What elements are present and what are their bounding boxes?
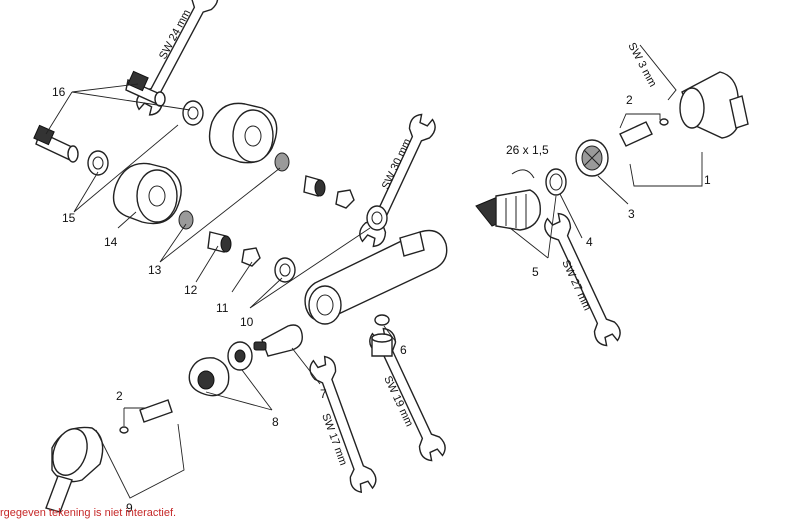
ring-lower bbox=[87, 150, 109, 176]
callout-8: 8 bbox=[272, 415, 279, 429]
thermostat-body bbox=[304, 229, 448, 325]
callout-16: 16 bbox=[52, 85, 66, 99]
escutcheon-upper bbox=[208, 102, 278, 164]
dimension-26x1-5: 26 x 1,5 bbox=[506, 143, 549, 157]
fitting-lower bbox=[33, 124, 79, 163]
strainer-lower bbox=[178, 210, 194, 230]
allen-key-sw3 bbox=[639, 44, 677, 101]
screw-set-lower bbox=[119, 399, 173, 434]
check-valve-upper bbox=[303, 175, 355, 209]
callout-1: 1 bbox=[704, 173, 711, 187]
union-nut-lower bbox=[274, 257, 296, 283]
handle-adapter-8 bbox=[188, 341, 253, 397]
handle-9 bbox=[45, 426, 104, 513]
callout-4: 4 bbox=[586, 235, 593, 249]
callout-14: 14 bbox=[104, 235, 118, 249]
callout-15: 15 bbox=[62, 211, 76, 225]
ring-upper bbox=[182, 100, 204, 126]
callout-2-upper: 2 bbox=[626, 93, 633, 107]
leader-lines bbox=[45, 83, 703, 499]
handle-1 bbox=[679, 71, 749, 139]
escutcheon-lower bbox=[112, 162, 182, 225]
callout-2-lower: 2 bbox=[116, 389, 123, 403]
callout-10: 10 bbox=[240, 315, 254, 329]
wrench-sw17 bbox=[306, 353, 380, 496]
temperature-stop-3 bbox=[575, 139, 609, 177]
nipple-6 bbox=[371, 314, 393, 357]
callout-6: 6 bbox=[400, 343, 407, 357]
callout-7: 7 bbox=[320, 387, 327, 401]
callout-3: 3 bbox=[628, 207, 635, 221]
oring-4 bbox=[545, 168, 567, 196]
strainer-upper bbox=[274, 152, 290, 172]
union-nut-upper bbox=[366, 205, 388, 231]
screw-set-upper bbox=[619, 118, 669, 147]
wrench-sw27 bbox=[540, 210, 625, 350]
non-interactive-drawing-note: rgegeven tekening is niet interactief. bbox=[0, 507, 177, 519]
callout-13: 13 bbox=[148, 263, 162, 277]
fitting-upper bbox=[125, 70, 166, 107]
circlip bbox=[511, 169, 535, 179]
thermostat-cartridge-5 bbox=[475, 189, 541, 231]
callout-9: 9 bbox=[126, 501, 133, 515]
callout-numbers: 16 15 14 13 12 11 10 7 8 6 5 4 3 2 1 2 9… bbox=[52, 85, 711, 515]
check-valve-lower bbox=[207, 231, 261, 267]
callout-11: 11 bbox=[216, 301, 229, 315]
callout-12: 12 bbox=[184, 283, 198, 297]
callout-5: 5 bbox=[532, 265, 539, 279]
